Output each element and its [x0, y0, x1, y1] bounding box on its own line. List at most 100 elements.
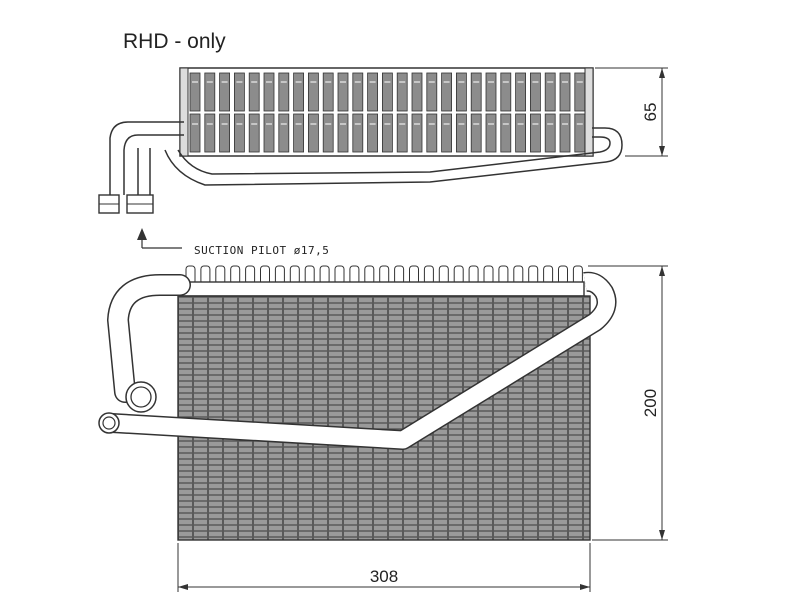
- tube-top: [409, 265, 419, 285]
- arrow-up-icon: [137, 228, 147, 240]
- tube-top: [379, 265, 390, 285]
- top-fin: [470, 113, 482, 153]
- dim-200-label: 200: [641, 389, 660, 417]
- top-pipe-outer: [109, 121, 184, 195]
- tube-top: [558, 265, 568, 285]
- top-fin: [530, 72, 541, 112]
- tube-top: [483, 265, 494, 285]
- top-end-cap-right: [584, 67, 594, 157]
- top-fin: [219, 113, 231, 153]
- suction-callout: SUCTION PILOT ø17,5: [137, 228, 329, 257]
- top-fin: [219, 72, 231, 112]
- top-fin: [396, 113, 408, 153]
- tube-top: [349, 265, 360, 285]
- top-fin: [559, 72, 571, 112]
- tube-top: [215, 265, 226, 285]
- top-fin: [381, 72, 393, 112]
- top-fin: [485, 72, 497, 112]
- top-fin: [263, 113, 275, 153]
- tube-top: [200, 265, 211, 285]
- tube-top: [498, 265, 509, 285]
- top-fin: [470, 72, 482, 112]
- top-fin: [293, 72, 305, 112]
- tube-top: [468, 265, 479, 285]
- tube-top: [364, 265, 375, 285]
- top-fin: [455, 113, 467, 153]
- top-end-cap-left: [179, 67, 189, 157]
- dimension-200: 200: [588, 265, 668, 541]
- top-fin: [544, 113, 556, 153]
- tube-top: [528, 265, 539, 285]
- top-fin: [337, 72, 349, 112]
- tube-top: [245, 265, 256, 285]
- top-fin: [441, 113, 453, 153]
- tube-top: [572, 265, 583, 285]
- top-fin: [307, 113, 319, 153]
- dimension-65: 65: [595, 67, 668, 157]
- front-header: [179, 281, 585, 297]
- top-view-fins: [189, 72, 586, 153]
- tube-top: [438, 265, 449, 285]
- top-fin: [352, 72, 364, 112]
- top-fin: [189, 72, 201, 112]
- top-fin: [426, 72, 438, 112]
- top-fin: [322, 72, 334, 112]
- tube-top: [334, 265, 345, 285]
- top-fin: [293, 113, 305, 153]
- tube-top: [453, 265, 464, 285]
- top-fin: [263, 72, 275, 112]
- top-fin: [485, 113, 497, 153]
- tube-top: [543, 265, 554, 285]
- top-fin: [278, 72, 290, 112]
- tube-top: [423, 265, 434, 285]
- top-fin: [559, 113, 571, 153]
- tube-top: [513, 265, 524, 285]
- dim-65-label: 65: [641, 103, 660, 122]
- top-fin: [500, 72, 512, 112]
- front-view: [98, 265, 617, 541]
- top-fin: [204, 72, 216, 112]
- top-fin: [574, 113, 586, 153]
- top-fin: [248, 72, 260, 112]
- top-pipe-inner-a: [123, 134, 184, 195]
- top-fin: [530, 113, 541, 153]
- title-text: RHD - only: [123, 30, 226, 53]
- tube-top: [304, 265, 315, 285]
- top-fin: [248, 113, 260, 153]
- top-fin: [278, 113, 290, 153]
- tube-top: [274, 265, 285, 285]
- top-fin: [411, 113, 423, 153]
- top-fin: [337, 113, 349, 153]
- suction-label: SUCTION PILOT ø17,5: [194, 244, 329, 257]
- top-fin: [352, 113, 364, 153]
- top-fin: [441, 72, 453, 112]
- top-fin: [233, 113, 245, 153]
- top-fin: [233, 72, 245, 112]
- top-fin: [204, 113, 216, 153]
- top-fin: [455, 72, 467, 112]
- top-fin: [426, 113, 438, 153]
- dim-308-label: 308: [370, 567, 398, 586]
- top-return-pipe-inner: [177, 136, 611, 175]
- top-fin: [381, 113, 393, 153]
- top-fin: [396, 72, 408, 112]
- top-fin: [544, 72, 556, 112]
- top-view: [98, 67, 623, 214]
- top-fin: [367, 113, 379, 153]
- top-fin: [411, 72, 423, 112]
- top-fin: [189, 113, 201, 153]
- top-fin: [322, 113, 334, 153]
- top-return-pipe-outer: [164, 127, 623, 186]
- dimension-308: 308: [177, 543, 591, 592]
- top-fin: [500, 113, 512, 153]
- front-tube-tops: [185, 265, 583, 285]
- tube-top: [230, 265, 241, 285]
- top-fin: [307, 72, 319, 112]
- front-core: [177, 295, 591, 541]
- tube-top: [394, 265, 405, 285]
- tube-top: [319, 265, 330, 285]
- top-fin: [515, 72, 526, 112]
- top-fin: [515, 113, 526, 153]
